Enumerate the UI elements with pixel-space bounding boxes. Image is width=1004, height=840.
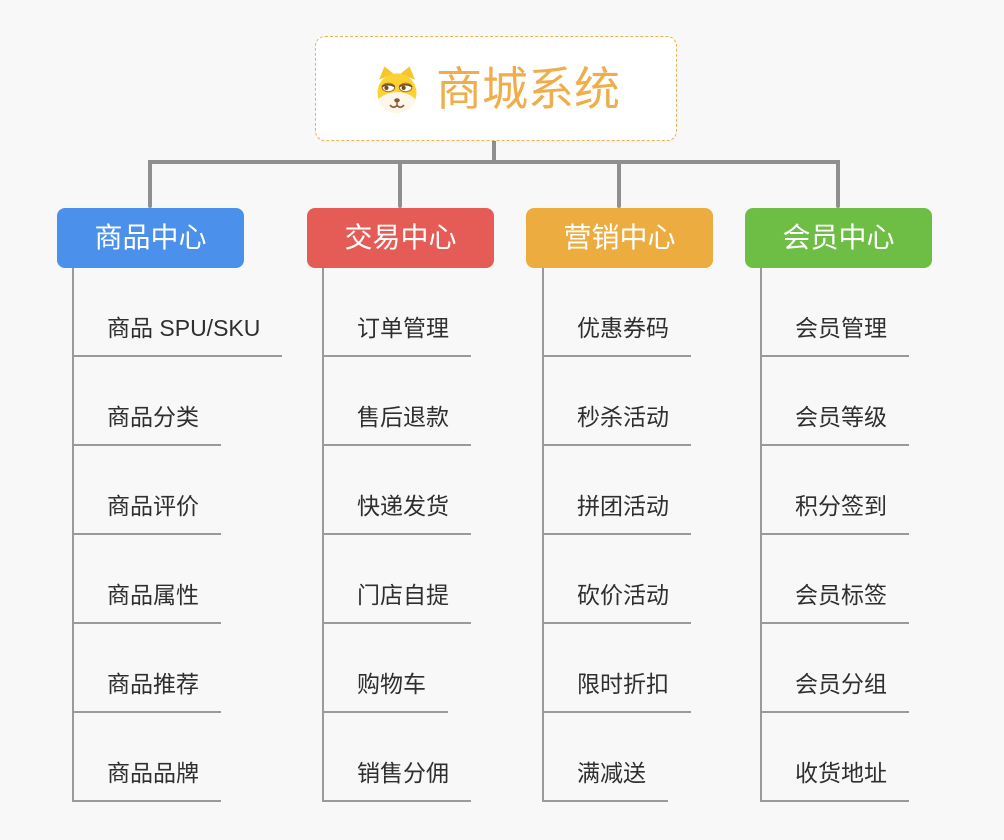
leaf-node[interactable]: 拼团活动 — [544, 492, 691, 535]
leaf-node[interactable]: 会员等级 — [762, 403, 909, 446]
leaf-node[interactable]: 售后退款 — [324, 403, 471, 446]
leaf-node[interactable]: 会员分组 — [762, 670, 909, 713]
branch-label: 交易中心 — [344, 222, 457, 253]
branch-node-member-center[interactable]: 会员中心 — [745, 208, 932, 268]
branch-label: 营销中心 — [563, 222, 676, 253]
leaf-column-member: 会员管理 会员等级 积分签到 会员标签 会员分组 收货地址 — [760, 268, 992, 802]
leaf-node[interactable]: 购物车 — [324, 670, 448, 713]
leaf-node[interactable]: 收货地址 — [762, 759, 909, 802]
leaf-node[interactable]: 限时折扣 — [544, 670, 691, 713]
leaf-node[interactable]: 会员管理 — [762, 314, 909, 357]
leaf-node[interactable]: 砍价活动 — [544, 581, 691, 624]
leaf-node[interactable]: 秒杀活动 — [544, 403, 691, 446]
branch-label: 商品中心 — [94, 222, 207, 253]
leaf-node[interactable]: 快递发货 — [324, 492, 471, 535]
leaf-node[interactable]: 商品推荐 — [74, 670, 221, 713]
leaf-node[interactable]: 商品 SPU/SKU — [74, 314, 283, 357]
connector-stub-trade — [398, 160, 402, 208]
shiba-dog-icon — [377, 65, 417, 112]
leaf-column-product: 商品 SPU/SKU 商品分类 商品评价 商品属性 商品推荐 商品品牌 — [72, 268, 304, 802]
branch-node-marketing-center[interactable]: 营销中心 — [526, 208, 713, 268]
leaf-node[interactable]: 会员标签 — [762, 581, 909, 624]
leaf-node[interactable]: 商品分类 — [74, 403, 221, 446]
connector-stub-product — [148, 160, 152, 208]
leaf-node[interactable]: 优惠券码 — [544, 314, 691, 357]
root-node-title: 商城系统 — [436, 62, 620, 115]
leaf-node[interactable]: 商品属性 — [74, 581, 221, 624]
connector-stub-marketing — [617, 160, 621, 208]
leaf-node[interactable]: 满减送 — [544, 759, 668, 802]
leaf-node[interactable]: 积分签到 — [762, 492, 909, 535]
branch-label: 会员中心 — [782, 222, 895, 253]
leaf-column-marketing: 优惠券码 秒杀活动 拼团活动 砍价活动 限时折扣 满减送 — [542, 268, 774, 802]
leaf-node[interactable]: 商品品牌 — [74, 759, 221, 802]
leaf-node[interactable]: 商品评价 — [74, 492, 221, 535]
leaf-column-trade: 订单管理 售后退款 快递发货 门店自提 购物车 销售分佣 — [322, 268, 554, 802]
leaf-node[interactable]: 门店自提 — [324, 581, 471, 624]
root-node-mall-system[interactable]: 商城系统 — [315, 36, 677, 141]
branch-node-trade-center[interactable]: 交易中心 — [307, 208, 494, 268]
branch-node-product-center[interactable]: 商品中心 — [57, 208, 244, 268]
connector-stub-member — [836, 160, 840, 208]
connector-horizontal-bar — [148, 160, 840, 164]
leaf-node[interactable]: 订单管理 — [324, 314, 471, 357]
leaf-node[interactable]: 销售分佣 — [324, 759, 471, 802]
connector-root-stem — [492, 139, 496, 164]
